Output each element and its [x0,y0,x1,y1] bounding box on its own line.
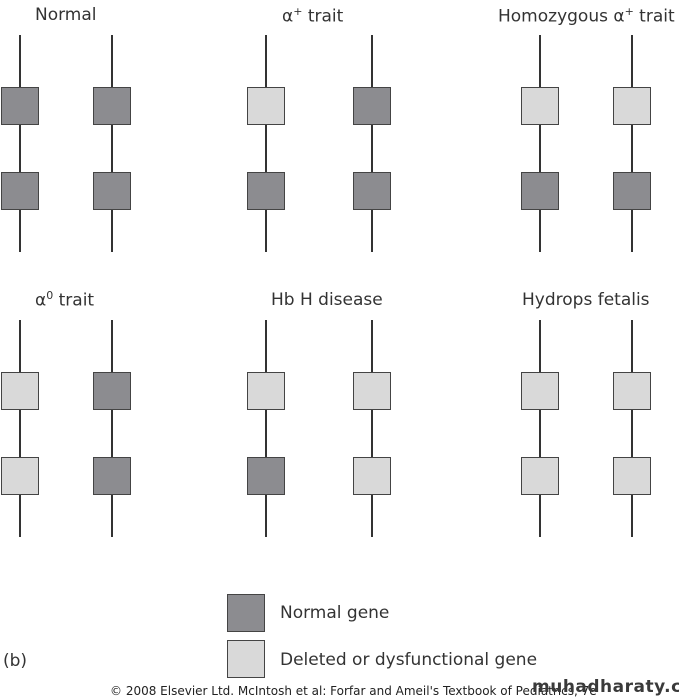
chromosome-line [111,320,113,537]
chromosome-line [631,320,633,537]
title-text: Hydrops fetalis [522,290,650,310]
chromosome-line [539,320,541,537]
normal-gene-box [1,87,39,125]
legend-normal-swatch [227,594,265,632]
normal-gene-box [93,172,131,210]
chromosome-line [265,35,267,252]
copyright-text: © 2008 Elsevier Ltd. McIntosh et al: For… [110,684,597,698]
deleted-gene-box [247,87,285,125]
title-superscript: + [624,5,634,18]
chromosome-line [371,320,373,537]
normal-gene-box [1,172,39,210]
deleted-gene-box [1,372,39,410]
chromosome-line [19,35,21,252]
normal-gene-box [247,457,285,495]
panel-title-hydrops-fetalis: Hydrops fetalis [522,290,650,310]
title-text: α [282,6,294,27]
panel-title-alpha-plus-trait: α+ trait [282,5,343,27]
panel-letter: (b) [3,651,28,671]
title-text: α [35,290,47,311]
legend-normal-label: Normal gene [280,603,390,623]
legend-deleted-swatch [227,640,265,678]
title-suffix: trait [633,6,675,27]
panel-title-homozygous-alpha-plus-trait: Homozygous α+ trait [498,5,675,27]
normal-gene-box [353,172,391,210]
deleted-gene-box [521,457,559,495]
deleted-gene-box [613,457,651,495]
normal-gene-box [353,87,391,125]
panel-title-alpha-zero-trait: α0 trait [35,289,94,311]
deleted-gene-box [353,372,391,410]
deleted-gene-box [521,372,559,410]
deleted-gene-box [521,87,559,125]
title-superscript: + [293,5,303,18]
chromosome-line [631,35,633,252]
title-suffix: trait [302,6,344,27]
deleted-gene-box [353,457,391,495]
chromosome-line [111,35,113,252]
title-text: Homozygous α [498,6,625,27]
normal-gene-box [247,172,285,210]
title-suffix: trait [53,290,95,311]
normal-gene-box [521,172,559,210]
deleted-gene-box [247,372,285,410]
chromosome-line [539,35,541,252]
normal-gene-box [93,372,131,410]
title-text: Hb H disease [271,290,383,310]
deleted-gene-box [613,372,651,410]
chromosome-line [371,35,373,252]
watermark-text: muhadharaty.com [532,677,679,697]
panel-title-normal: Normal [35,5,97,25]
chromosome-line [19,320,21,537]
legend-deleted-label: Deleted or dysfunctional gene [280,650,538,670]
normal-gene-box [93,87,131,125]
title-text: Normal [35,5,97,25]
normal-gene-box [93,457,131,495]
normal-gene-box [613,172,651,210]
title-superscript: 0 [46,289,54,302]
panel-title-hb-h-disease: Hb H disease [271,290,383,310]
deleted-gene-box [1,457,39,495]
chromosome-line [265,320,267,537]
deleted-gene-box [613,87,651,125]
